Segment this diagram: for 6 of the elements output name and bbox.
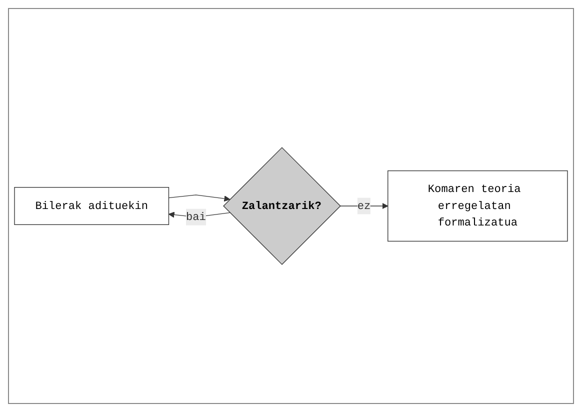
node-diamond: Zalantzarik? [223, 147, 341, 265]
arrow [168, 194, 230, 202]
edge-label: bai [186, 210, 206, 224]
node-box: Bilerak adituekin [14, 187, 170, 225]
node-box: Komaren teoria erregelatan formalizatua [388, 170, 568, 242]
edge-label: ez [357, 200, 371, 212]
